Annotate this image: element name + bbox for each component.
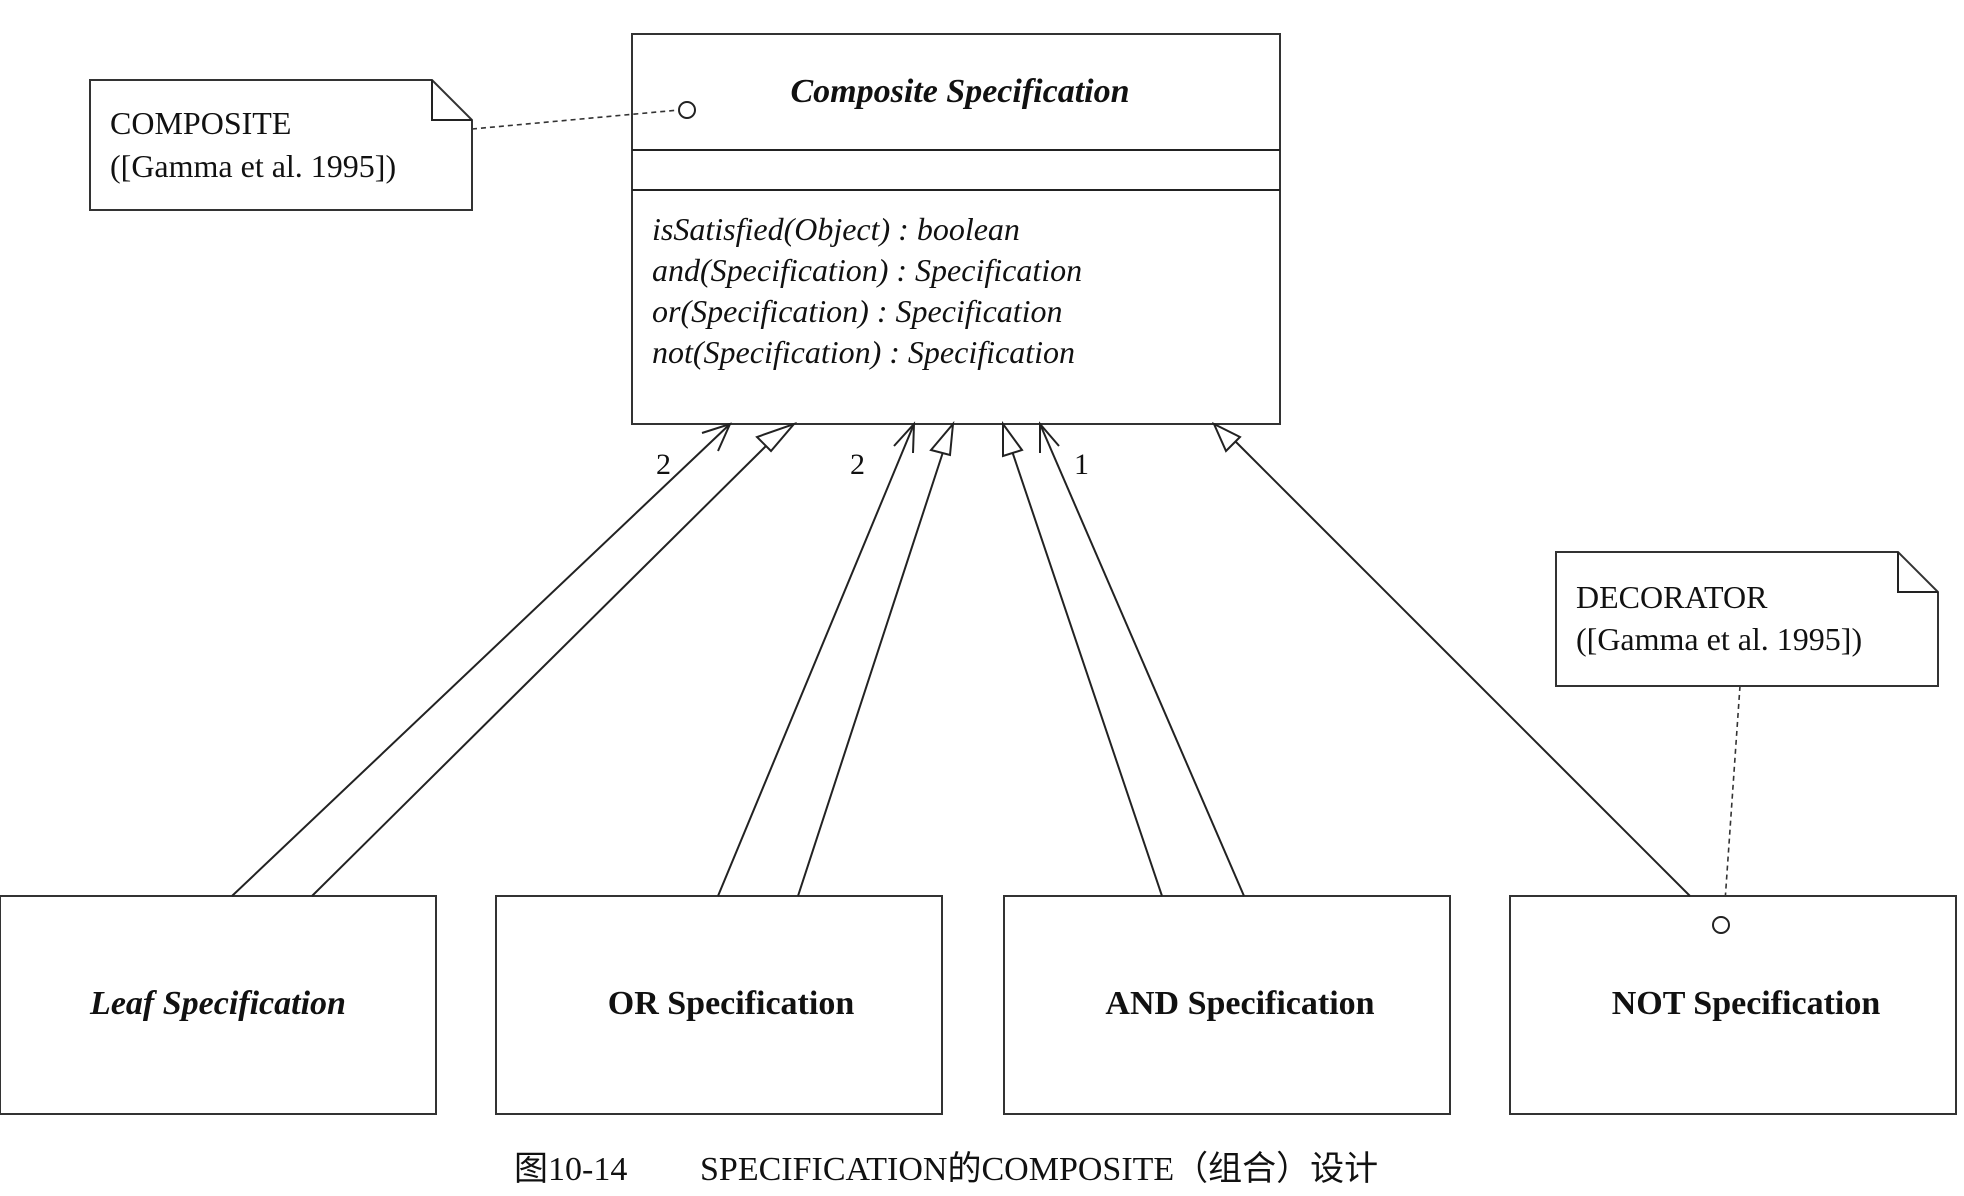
note-anchor-circle [678,101,696,119]
note-anchor-circle [1712,916,1730,934]
multiplicity-or: 2 [656,448,671,481]
operation-not: not(Specification) : Specification [652,334,1075,370]
multiplicity-not: 1 [1074,448,1089,481]
composite-note-title: COMPOSITE [110,105,291,141]
not-generalization [1211,421,1691,897]
and-generalization [1002,420,1163,897]
composite-class-title: Composite Specification [790,73,1129,110]
operation-or: or(Specification) : Specification [652,293,1063,329]
or-association [717,421,916,897]
and-specification-class: AND Specification [1003,895,1451,1115]
leaf-generalization [311,421,798,897]
and-association [1039,421,1245,897]
not-class-title: NOT Specification [1612,985,1881,1022]
leaf-specification-class: Leaf Specification [0,895,437,1115]
leaf-class-title: Leaf Specification [89,985,346,1022]
decorator-note-title: DECORATOR [1576,579,1768,615]
composite-note-connector [471,109,680,130]
operation-is-satisfied: isSatisfied(Object) : boolean [652,211,1020,247]
multiplicity-and: 2 [850,448,865,481]
caption-text: SPECIFICATION的COMPOSITE（组合）设计 [700,1150,1378,1188]
decorator-note-connector [1723,685,1741,917]
and-class-title: AND Specification [1105,985,1374,1022]
or-specification-class: OR Specification [495,895,943,1115]
or-class-title: OR Specification [608,985,855,1022]
composite-specification-class: Composite Specification isSatisfied(Obje… [631,33,1281,425]
composite-note-reference: ([Gamma et al. 1995]) [110,148,396,184]
or-generalization [797,420,955,897]
leaf-association [231,422,732,897]
composite-pattern-note: COMPOSITE ([Gamma et al. 1995]) [89,79,680,211]
figure-caption: 图10-14 SPECIFICATION的COMPOSITE（组合）设计 [514,1150,1378,1188]
caption-figure-number: 图10-14 [514,1151,627,1188]
operation-and: and(Specification) : Specification [652,252,1082,288]
not-specification-class: NOT Specification [1509,895,1957,1115]
decorator-note-reference: ([Gamma et al. 1995]) [1576,621,1862,657]
decorator-pattern-note: DECORATOR ([Gamma et al. 1995]) [1555,551,1939,917]
